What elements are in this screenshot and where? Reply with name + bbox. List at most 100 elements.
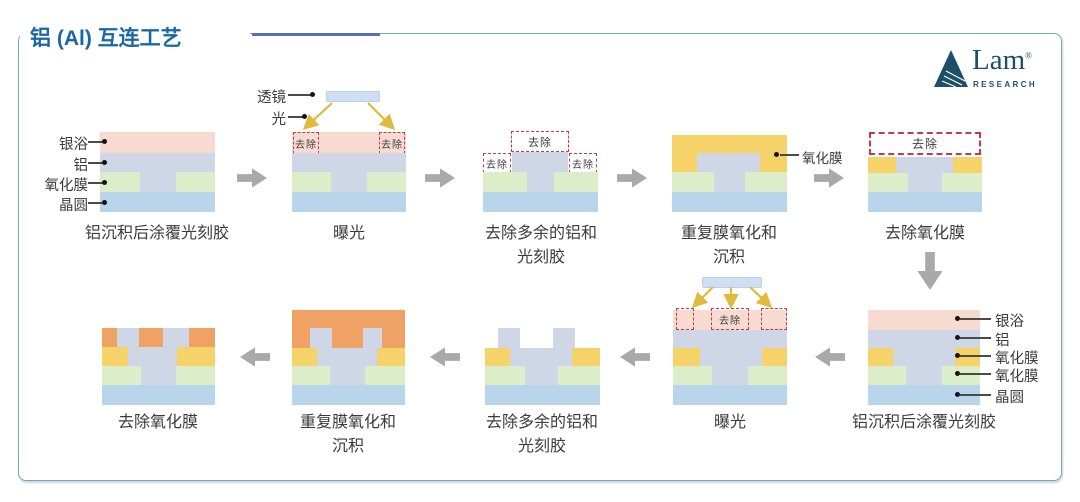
layer-aluminum-post xyxy=(553,328,575,348)
layer-aluminum-via xyxy=(908,173,942,192)
layer-aluminum xyxy=(868,330,980,348)
layer-aluminum-cap xyxy=(697,153,760,172)
layer-oxide-yellow-right xyxy=(377,348,405,366)
layer-oxide-yellow-left xyxy=(868,157,896,173)
step-caption: 曝光 xyxy=(332,225,366,242)
layer-aluminum xyxy=(292,153,406,172)
layer-aluminum-via xyxy=(141,366,176,385)
layer-oxide-right xyxy=(558,366,600,385)
lam-logo-sub: RESEARCH xyxy=(973,80,1038,89)
legend-label: 氧化膜 xyxy=(995,369,1039,385)
light-label: 光 xyxy=(271,112,287,128)
legend-label: 氧化膜 xyxy=(44,178,89,194)
layer-aluminum-via xyxy=(331,172,367,192)
layer-oxide-right xyxy=(176,366,215,385)
remove-marker: 去除 xyxy=(379,132,405,154)
remove-marker: 去除 xyxy=(511,131,569,152)
callout-line xyxy=(960,394,991,396)
lam-triangle-icon xyxy=(934,50,968,87)
callout-dot xyxy=(955,371,960,376)
callout-dot xyxy=(102,160,107,165)
layer-oxide-orange-right xyxy=(189,328,215,347)
layer-oxide-right xyxy=(942,366,980,385)
remove-marker: 去除 xyxy=(483,153,511,173)
callout-dot xyxy=(774,152,779,157)
layer-aluminum-cap xyxy=(896,157,953,173)
callout-line xyxy=(960,337,991,339)
remove-marker xyxy=(676,308,694,330)
layer-aluminum-via xyxy=(714,172,745,192)
step-caption: 重复膜氧化和 沉积 xyxy=(680,225,778,266)
layer-aluminum-via xyxy=(140,172,176,192)
layer-photoresist xyxy=(868,310,980,330)
lens-label: 透镜 xyxy=(257,90,286,106)
layer-aluminum-via xyxy=(893,348,955,366)
remove-marker: 去除 xyxy=(711,308,749,330)
layer-oxide-yellow-left xyxy=(102,347,128,366)
layer-wafer xyxy=(485,385,600,405)
layer-oxide-yellow-right xyxy=(953,157,982,173)
title-underline xyxy=(252,33,380,36)
layer-oxide-yellow-left xyxy=(673,348,700,366)
oxide-film-label: 氧化膜 xyxy=(802,151,843,166)
layer-aluminum xyxy=(673,330,787,348)
layer-aluminum-body xyxy=(317,348,377,366)
callout-line xyxy=(88,182,104,184)
content-frame xyxy=(18,33,1062,481)
light-rays-icon xyxy=(691,286,773,310)
layer-aluminum xyxy=(100,153,215,172)
layer-oxide-right xyxy=(745,172,787,192)
layer-aluminum-body xyxy=(510,348,572,366)
remove-marker xyxy=(761,308,787,330)
lens-bar xyxy=(326,91,380,102)
callout-dot xyxy=(310,92,315,97)
layer-oxide-yellow-left xyxy=(868,348,893,366)
layer-aluminum-via xyxy=(700,348,762,366)
layer-oxide-left xyxy=(673,366,712,385)
layer-oxide-left xyxy=(672,172,714,192)
layer-aluminum-body xyxy=(128,347,177,366)
callout-dot xyxy=(955,392,960,397)
layer-aluminum-via xyxy=(525,366,558,385)
layer-oxide-yellow-right xyxy=(762,348,787,366)
layer-photoresist xyxy=(673,310,787,330)
legend-label: 铝 xyxy=(995,333,1010,349)
layer-photoresist xyxy=(292,132,406,153)
layer-aluminum-post xyxy=(498,328,520,348)
callout-line xyxy=(88,202,104,204)
layer-oxide-yellow-left xyxy=(292,348,317,366)
layer-oxide-yellow-right xyxy=(177,347,215,366)
light-rays-icon xyxy=(302,102,396,131)
layer-wafer xyxy=(100,192,215,212)
callout-dot xyxy=(102,200,107,205)
callout-line xyxy=(960,373,991,375)
step-caption: 铝沉积后涂覆光刻胶 xyxy=(851,414,997,431)
step-caption: 去除氧化膜 xyxy=(117,414,199,431)
step-caption: 去除多余的铝和 光刻胶 xyxy=(484,225,598,266)
layer-oxide-left xyxy=(100,172,140,192)
step-caption: 重复膜氧化和 沉积 xyxy=(299,414,397,455)
lam-logo-name: Lam® xyxy=(972,44,1032,76)
callout-dot xyxy=(955,335,960,340)
callout-line xyxy=(288,116,304,118)
layer-wafer xyxy=(868,385,980,405)
layer-oxide-left xyxy=(102,366,141,385)
layer-oxide-yellow-left xyxy=(485,348,510,366)
registered-mark: ® xyxy=(1025,50,1032,61)
layer-aluminum-post xyxy=(363,328,382,348)
callout-dot xyxy=(102,139,107,144)
layer-wafer xyxy=(292,385,405,405)
layer-aluminum-post xyxy=(163,328,189,347)
layer-oxide-left xyxy=(868,366,906,385)
step-caption: 去除多余的铝和 光刻胶 xyxy=(485,414,599,455)
callout-dot xyxy=(102,180,107,185)
legend-label: 银浴 xyxy=(995,314,1024,330)
layer-wafer xyxy=(483,192,598,212)
layer-wafer xyxy=(102,385,215,405)
layer-oxide-right xyxy=(365,366,405,385)
layer-wafer xyxy=(672,192,787,212)
page-title: 铝 (Al) 互连工艺 xyxy=(30,27,182,50)
legend-label: 银浴 xyxy=(59,137,88,153)
callout-line xyxy=(780,154,799,156)
